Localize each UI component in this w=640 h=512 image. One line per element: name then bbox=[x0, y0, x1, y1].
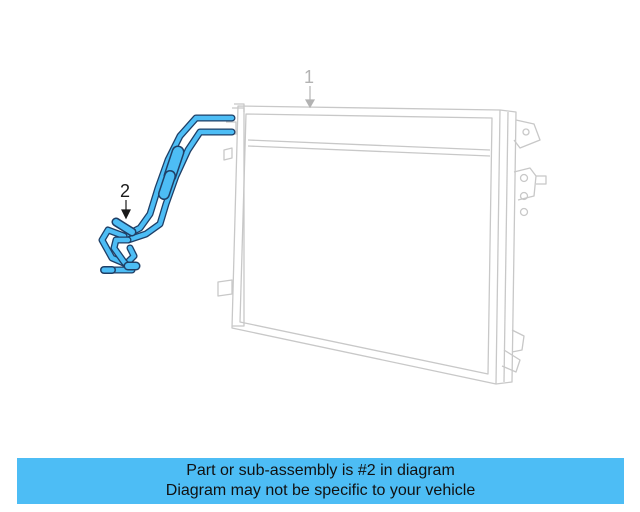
callout-number-2: 2 bbox=[120, 181, 131, 201]
parts-diagram bbox=[98, 86, 547, 385]
banner-line-2: Diagram may not be specific to your vehi… bbox=[165, 482, 476, 499]
callout-1-leader bbox=[304, 86, 316, 109]
callout-number-1: 1 bbox=[304, 67, 315, 87]
cooler-line-assembly bbox=[98, 114, 236, 274]
info-banner: Part or sub-assembly is #2 in diagram Di… bbox=[17, 458, 624, 504]
banner-line-1: Part or sub-assembly is #2 in diagram bbox=[186, 462, 455, 479]
radiator-assembly bbox=[217, 103, 547, 385]
callout-2-leader bbox=[121, 200, 131, 220]
